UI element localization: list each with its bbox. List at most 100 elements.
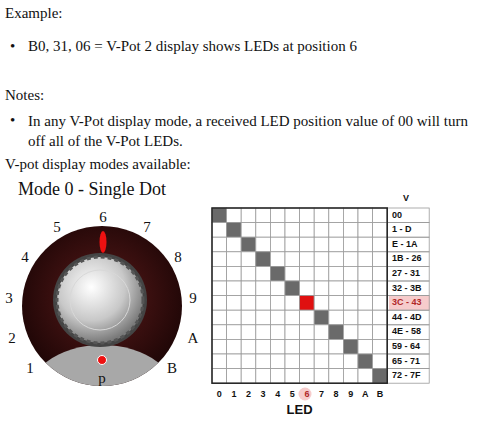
row-label: 65 - 71 (392, 356, 420, 367)
grid-cell (212, 310, 227, 325)
grid-cell (358, 237, 373, 252)
position-number: 5 (53, 218, 61, 236)
position-number: 3 (5, 289, 13, 307)
grid-cell (358, 325, 373, 340)
row-label: 4E - 58 (392, 326, 421, 337)
grid-cell (373, 266, 388, 281)
grid-cell (256, 296, 271, 311)
row-box (387, 266, 429, 281)
position-number: 1 (26, 359, 34, 377)
grid-cell (227, 223, 242, 238)
grid-cell (329, 354, 344, 369)
grid-cell (227, 325, 242, 340)
grid-cell (241, 281, 256, 296)
knob-face (70, 270, 130, 330)
red-dot (98, 356, 107, 365)
grid-cell (314, 325, 329, 340)
grid-cell (241, 237, 256, 252)
grid-cell (270, 281, 285, 296)
grid-cell (270, 369, 285, 384)
grid-cell (241, 325, 256, 340)
grid-cell (358, 339, 373, 354)
grid-cell (256, 354, 271, 369)
bullet: • (10, 111, 15, 129)
grid-cell (256, 369, 271, 384)
grid-cell (314, 223, 329, 238)
grid-cell (373, 354, 388, 369)
row-label: 1B - 26 (392, 253, 422, 264)
position-number: B (167, 359, 177, 377)
column-label: A (362, 389, 369, 400)
grid-cell (358, 310, 373, 325)
grid-cell (314, 296, 329, 311)
grid-cell (329, 369, 344, 384)
grid-cell (241, 208, 256, 223)
led-grid (212, 208, 429, 383)
row-box (387, 281, 429, 296)
grid-cell (212, 252, 227, 267)
grid-cell (227, 266, 242, 281)
grid-cell (212, 339, 227, 354)
grid-cell (300, 310, 315, 325)
grid-cell (285, 223, 300, 238)
grid-cell (343, 296, 358, 311)
grid-cell (227, 208, 242, 223)
grid-cell (241, 310, 256, 325)
note-text: In any V-Pot display mode, a received LE… (28, 111, 473, 151)
grid-cell (227, 339, 242, 354)
grid-cell (212, 266, 227, 281)
position-number: 4 (21, 248, 29, 266)
grid-cell (300, 325, 315, 340)
grid-cell (256, 266, 271, 281)
grid-cell (227, 369, 242, 384)
grid-cell (373, 369, 388, 384)
grid-cell (358, 208, 373, 223)
column-label: 1 (231, 389, 236, 400)
heading: Notes: (5, 86, 44, 104)
column-label: 8 (334, 389, 339, 400)
grid-cell (285, 208, 300, 223)
grid-cell (373, 237, 388, 252)
row-label: 00 (392, 210, 402, 221)
grid-cell (212, 369, 227, 384)
row-box (387, 237, 429, 252)
grid-cell (270, 354, 285, 369)
grid-cell (314, 252, 329, 267)
row-highlight (389, 296, 430, 310)
row-label: 32 - 3B (392, 283, 422, 294)
note-text: B0, 31, 06 = V-Pot 2 display shows LEDs … (28, 37, 357, 55)
grid-cell (212, 354, 227, 369)
grid-cell (227, 354, 242, 369)
grid-cell (256, 325, 271, 340)
column-highlight (299, 388, 312, 401)
position-number: p (98, 369, 106, 387)
grid-cell (270, 223, 285, 238)
grid-cell (227, 252, 242, 267)
grid-cell (343, 325, 358, 340)
grid-cell (256, 310, 271, 325)
heading: Example: (5, 4, 62, 22)
grid-cell (373, 296, 388, 311)
column-label: 2 (246, 389, 251, 400)
grid-cell (212, 223, 227, 238)
grid-cell (343, 266, 358, 281)
grid-cell (285, 252, 300, 267)
knob-ring (22, 226, 182, 386)
grid-cell (329, 281, 344, 296)
grid-cell (343, 281, 358, 296)
knob-cap (57, 257, 143, 343)
grid-cell (329, 266, 344, 281)
row-box (387, 354, 429, 369)
grid-cell (285, 281, 300, 296)
grid-cell (373, 339, 388, 354)
column-label: 5 (290, 389, 295, 400)
grid-cell (212, 208, 227, 223)
grid-cell (300, 208, 315, 223)
position-number: 8 (174, 248, 182, 266)
grid-cell (270, 310, 285, 325)
grid-cell (285, 310, 300, 325)
grid-cell (241, 223, 256, 238)
row-box (387, 296, 429, 311)
knob-shadow (53, 253, 147, 347)
row-box (387, 208, 429, 223)
